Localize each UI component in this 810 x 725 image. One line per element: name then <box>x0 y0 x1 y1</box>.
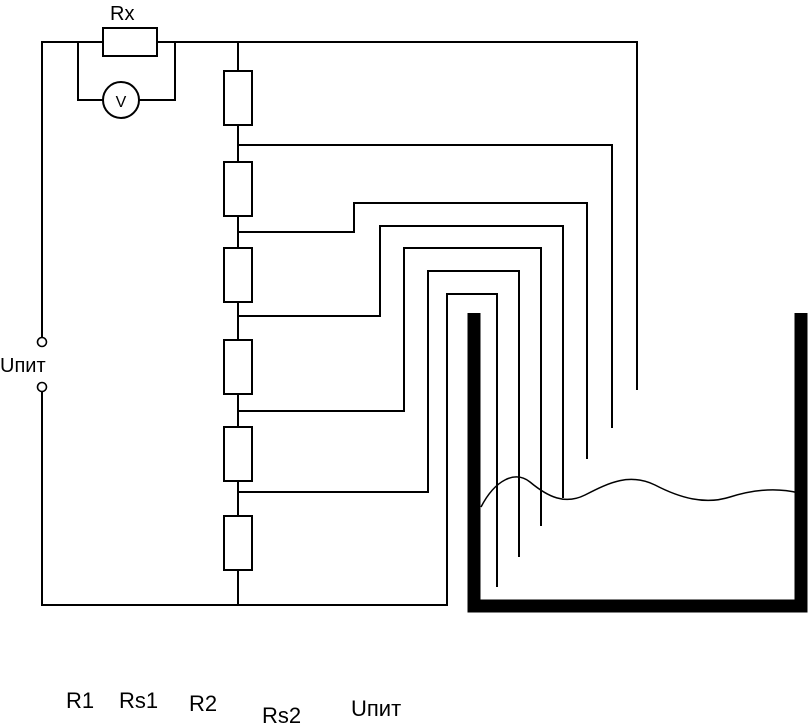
electrode-lead-6 <box>237 270 520 557</box>
electrode-lead-7 <box>446 293 498 606</box>
electrode-lead-4 <box>237 225 564 498</box>
legend-supply: Uпит <box>351 696 401 721</box>
supply-wire <box>41 41 448 606</box>
divider-resistor-6 <box>223 515 253 571</box>
rx-label: Rx <box>110 3 134 25</box>
divider-resistor-5 <box>223 426 253 482</box>
tank <box>467 313 808 613</box>
supply-terminal-top <box>36 336 48 348</box>
legend-rs1: Rs1 <box>119 688 158 713</box>
liquid-surface <box>480 476 800 508</box>
voltmeter-icon <box>102 81 140 119</box>
resistor-rx <box>102 27 158 57</box>
divider-resistor-2 <box>223 161 253 217</box>
rx-branch <box>77 41 638 101</box>
voltmeter-label: V <box>116 94 127 111</box>
divider-resistor-1 <box>223 70 253 126</box>
divider-resistor-4 <box>223 339 253 395</box>
electrode-lead-2 <box>237 144 613 428</box>
supply-terminal-bottom <box>36 381 48 393</box>
divider-resistor-3 <box>223 247 253 303</box>
electrode-lead-3 <box>237 202 588 459</box>
supply-label: Uпит <box>0 355 46 377</box>
electrode-lead-5 <box>237 247 542 526</box>
legend-rs2: Rs2 <box>262 703 301 725</box>
legend-r2: R2 <box>189 691 217 716</box>
legend-r1: R1 <box>66 688 94 713</box>
